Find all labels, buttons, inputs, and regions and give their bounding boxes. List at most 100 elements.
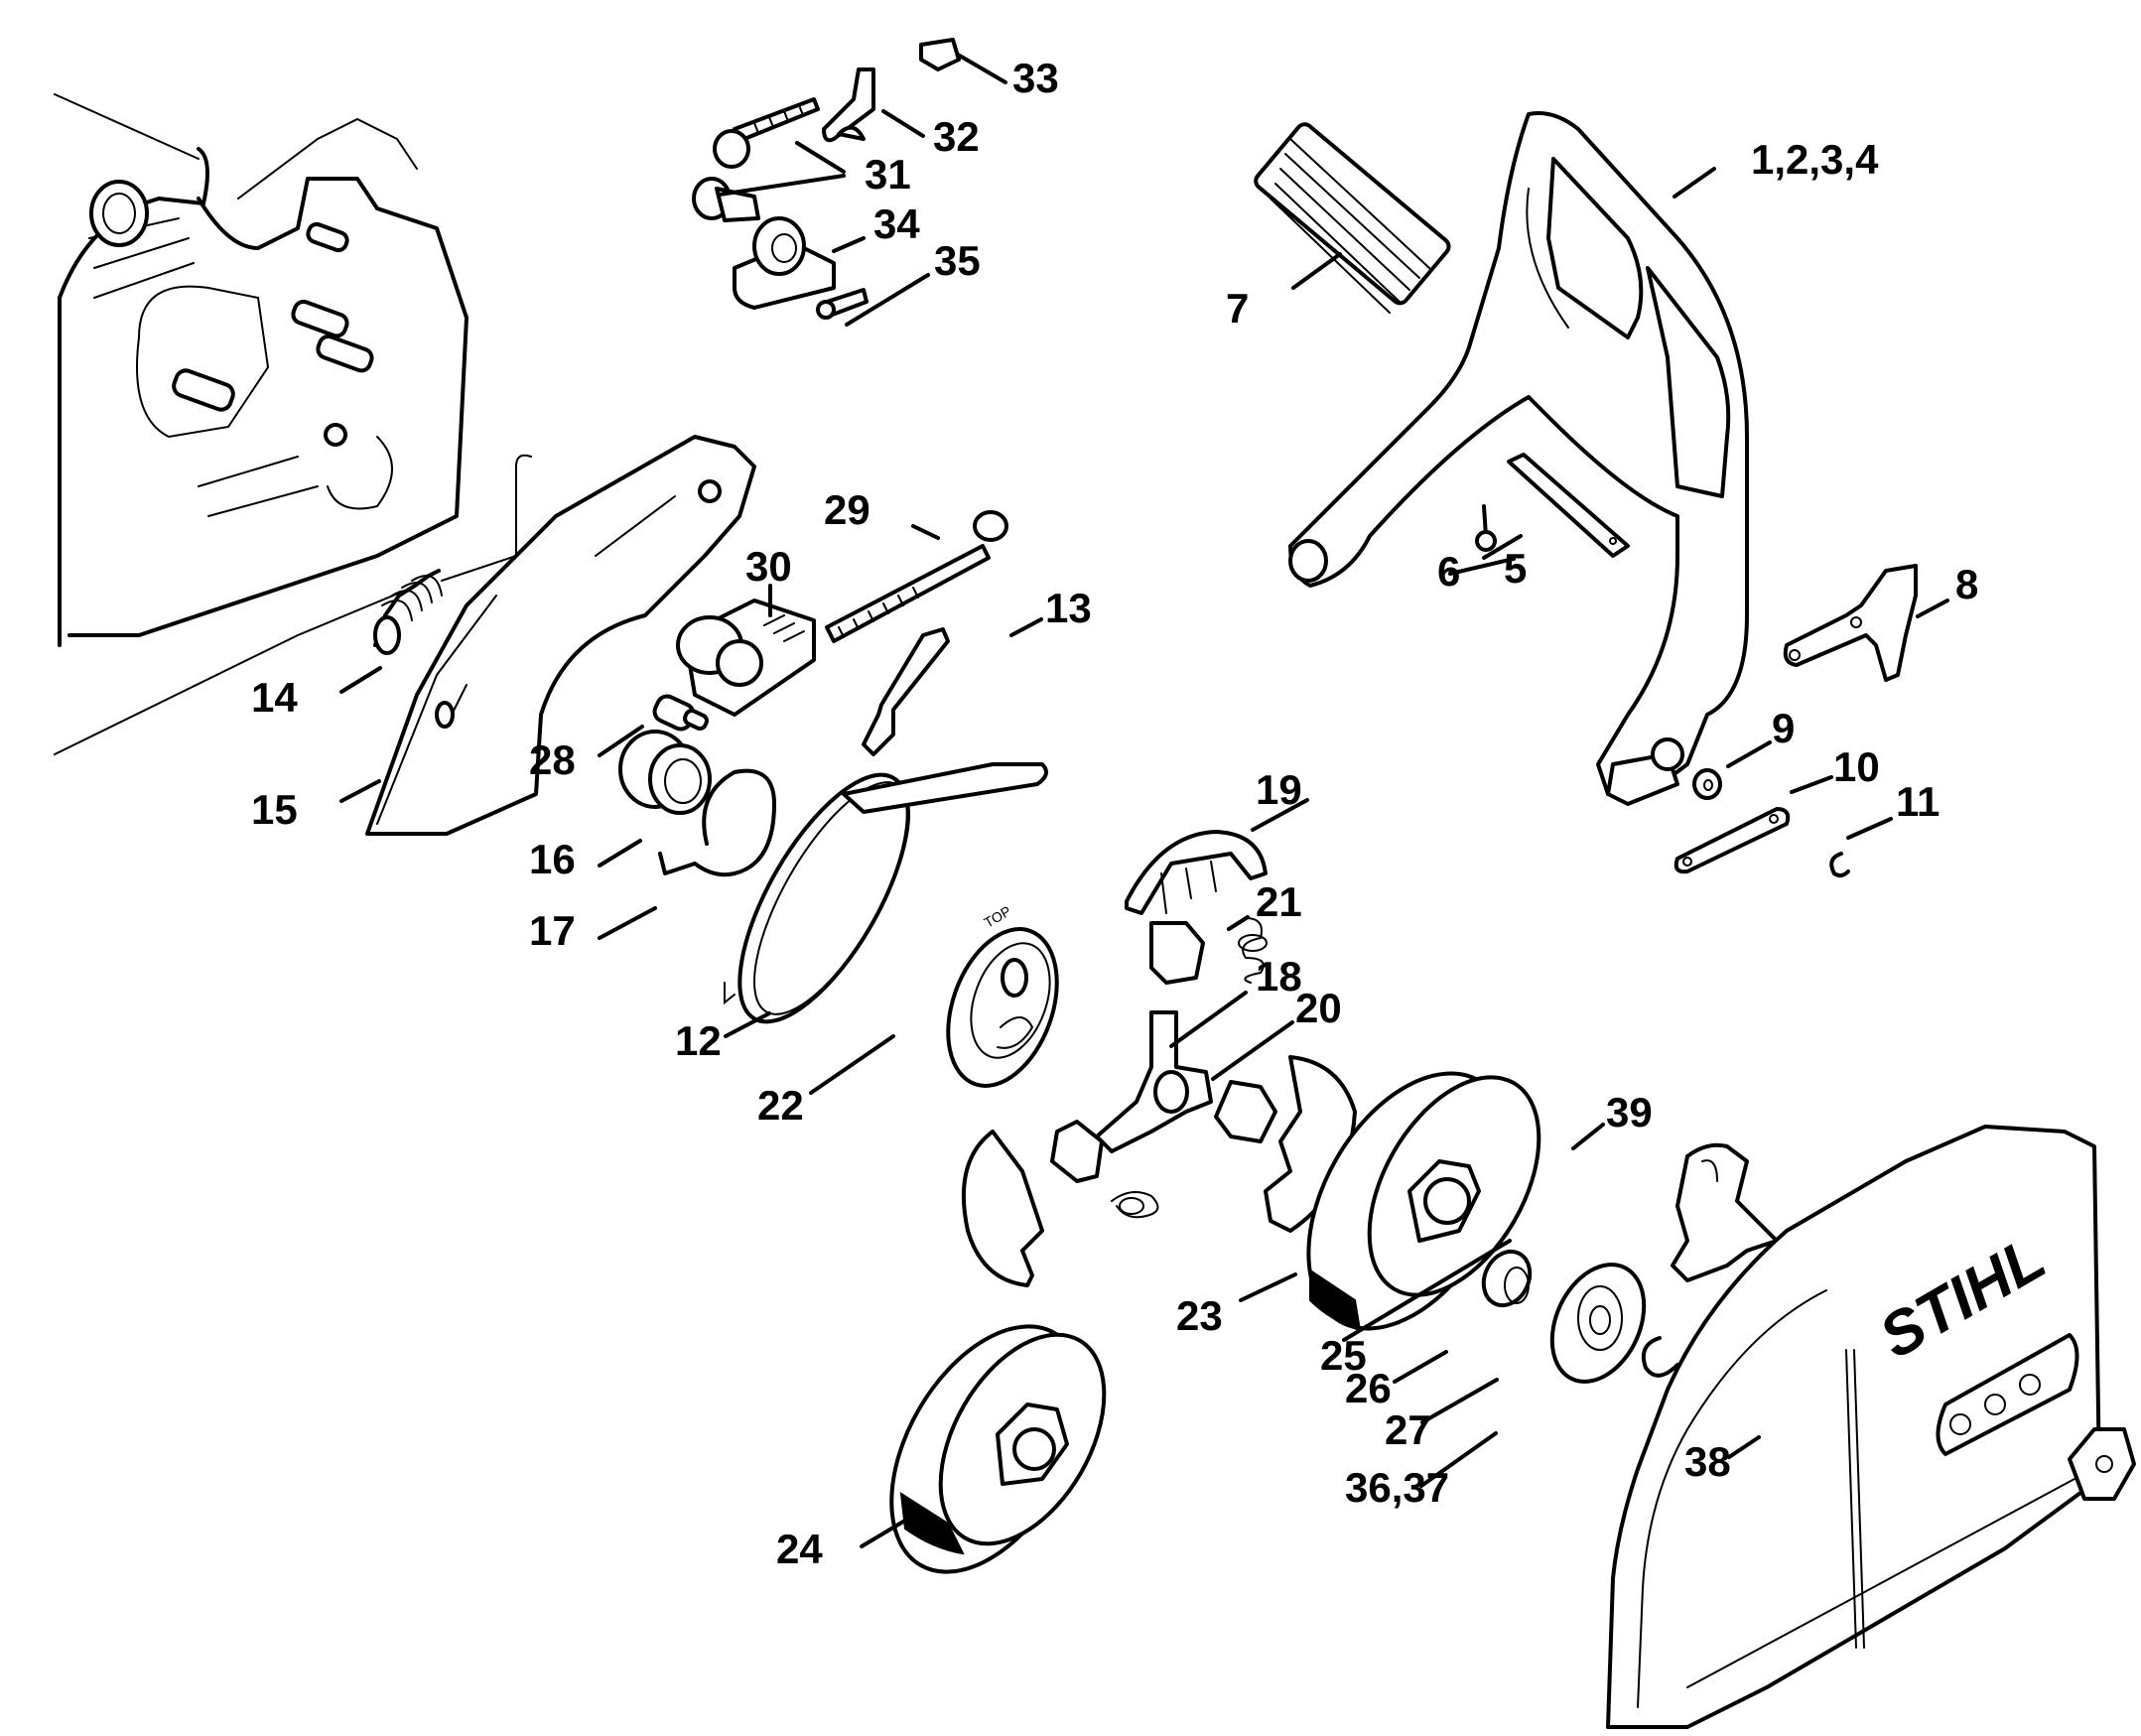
roller-16 (618, 730, 712, 815)
brake-cover-plate-15 (365, 435, 756, 836)
callout-36-37[interactable]: 36,37 (1345, 1464, 1450, 1511)
screw-6 (1475, 504, 1497, 552)
callout-7[interactable]: 7 (1226, 285, 1250, 332)
leader-16 (598, 839, 642, 868)
callout-11[interactable]: 11 (1896, 778, 1940, 825)
callout-24[interactable]: 24 (776, 1526, 823, 1572)
clutch-drum-23 (1306, 1071, 1541, 1332)
washer-26 (1549, 1263, 1647, 1384)
leader-10 (1790, 775, 1833, 794)
callout-27[interactable]: 27 (1385, 1406, 1431, 1453)
leader-9 (1726, 740, 1772, 768)
callout-29[interactable]: 29 (824, 486, 870, 533)
leader-11 (1846, 817, 1893, 840)
tension-spring-14 (373, 454, 532, 655)
callout-33[interactable]: 33 (1012, 55, 1059, 101)
leader-lines (339, 53, 1949, 1548)
leader-38 (1727, 1435, 1761, 1459)
callout-31[interactable]: 31 (865, 151, 911, 198)
callout-1-2-3-4[interactable]: 1,2,3,4 (1751, 136, 1879, 183)
plate-5 (1507, 453, 1630, 558)
clutch-spring-lower (1111, 1191, 1159, 1219)
callout-18[interactable]: 18 (1256, 953, 1302, 1000)
callout-26[interactable]: 26 (1345, 1365, 1392, 1411)
leader-31a (795, 141, 846, 174)
top-mark-text: TOP (982, 902, 1014, 930)
callout-15[interactable]: 15 (251, 786, 298, 833)
leader-27 (1420, 1378, 1499, 1424)
shoe-guide-upper (1149, 921, 1205, 985)
callout-14[interactable]: 14 (251, 674, 298, 721)
callout-34[interactable]: 34 (873, 200, 920, 247)
hand-guard-pad-7 (1254, 122, 1451, 314)
leader-22 (809, 1034, 895, 1095)
clutch-drum-24 (889, 1324, 1107, 1574)
brake-band-12 (724, 762, 1048, 1024)
callout-10[interactable]: 10 (1833, 743, 1880, 790)
washer-9 (1692, 768, 1722, 800)
wire-spring-17 (658, 768, 776, 877)
clutch-carrier-18 (1095, 1010, 1213, 1153)
callout-17[interactable]: 17 (529, 907, 576, 954)
hand-guard (1288, 111, 1749, 806)
leader-17 (598, 906, 657, 940)
callout-20[interactable]: 20 (1295, 985, 1342, 1031)
callout-35[interactable]: 35 (934, 237, 981, 284)
leader-14 (339, 666, 382, 694)
link-10 (1673, 807, 1791, 874)
leader-18 (1169, 991, 1248, 1048)
callout-28[interactable]: 28 (529, 736, 576, 783)
shoe-guide-lower (1050, 1120, 1104, 1183)
adjusting-nut-28 (652, 694, 709, 732)
leader-26 (1393, 1350, 1448, 1384)
adjuster-assembly (692, 38, 961, 320)
callout-39[interactable]: 39 (1606, 1089, 1653, 1135)
leader-12 (724, 1011, 771, 1038)
callout-19[interactable]: 19 (1256, 766, 1302, 813)
callout-9[interactable]: 9 (1772, 705, 1796, 751)
leader-7 (1291, 252, 1342, 290)
leader-25 (1342, 1239, 1512, 1342)
tensioner-slide-30 (676, 599, 816, 717)
leader-5 (1448, 557, 1516, 576)
callout-16[interactable]: 16 (529, 836, 576, 882)
callout-5[interactable]: 5 (1504, 545, 1528, 592)
callout-6[interactable]: 6 (1437, 548, 1461, 595)
leader-20 (1211, 1020, 1294, 1081)
leader-3637 (1419, 1431, 1498, 1488)
leader-33 (956, 53, 1007, 84)
leader-32 (881, 109, 925, 138)
clutch-spring-21 (1238, 917, 1268, 984)
callout-12[interactable]: 12 (675, 1017, 722, 1064)
e-clip-11 (1829, 852, 1850, 878)
callout-22[interactable]: 22 (757, 1082, 804, 1129)
engine-housing (54, 93, 468, 755)
callout-25[interactable]: 25 (1320, 1332, 1367, 1379)
leader-21 (1227, 915, 1250, 931)
callout-32[interactable]: 32 (933, 113, 980, 160)
shoe-guide-20 (1214, 1080, 1277, 1143)
leader-8 (1916, 599, 1949, 618)
callout-23[interactable]: 23 (1176, 1292, 1223, 1339)
callout-21[interactable]: 21 (1256, 878, 1302, 925)
leader-15 (339, 779, 381, 803)
callout-8[interactable]: 8 (1955, 561, 1979, 607)
leader-35 (845, 273, 930, 327)
leader-13 (1009, 617, 1043, 637)
callout-13[interactable]: 13 (1045, 585, 1092, 631)
leader-19 (1251, 798, 1309, 832)
leader-23 (1239, 1272, 1297, 1302)
callout-30[interactable]: 30 (745, 543, 792, 590)
sprocket-cover-36-37: STIHL (1606, 1125, 2101, 1729)
leader-1234 (1673, 167, 1716, 199)
e-clip-27 (1641, 1336, 1679, 1378)
leader-6 (1482, 534, 1523, 560)
leader-39 (1571, 1123, 1605, 1150)
clutch-shoe-19 (1125, 830, 1268, 915)
bell-crank-8 (1783, 564, 1918, 682)
lever-13 (862, 627, 950, 756)
callout-38[interactable]: 38 (1684, 1438, 1731, 1485)
cover-washer-22: TOP (946, 902, 1059, 1088)
